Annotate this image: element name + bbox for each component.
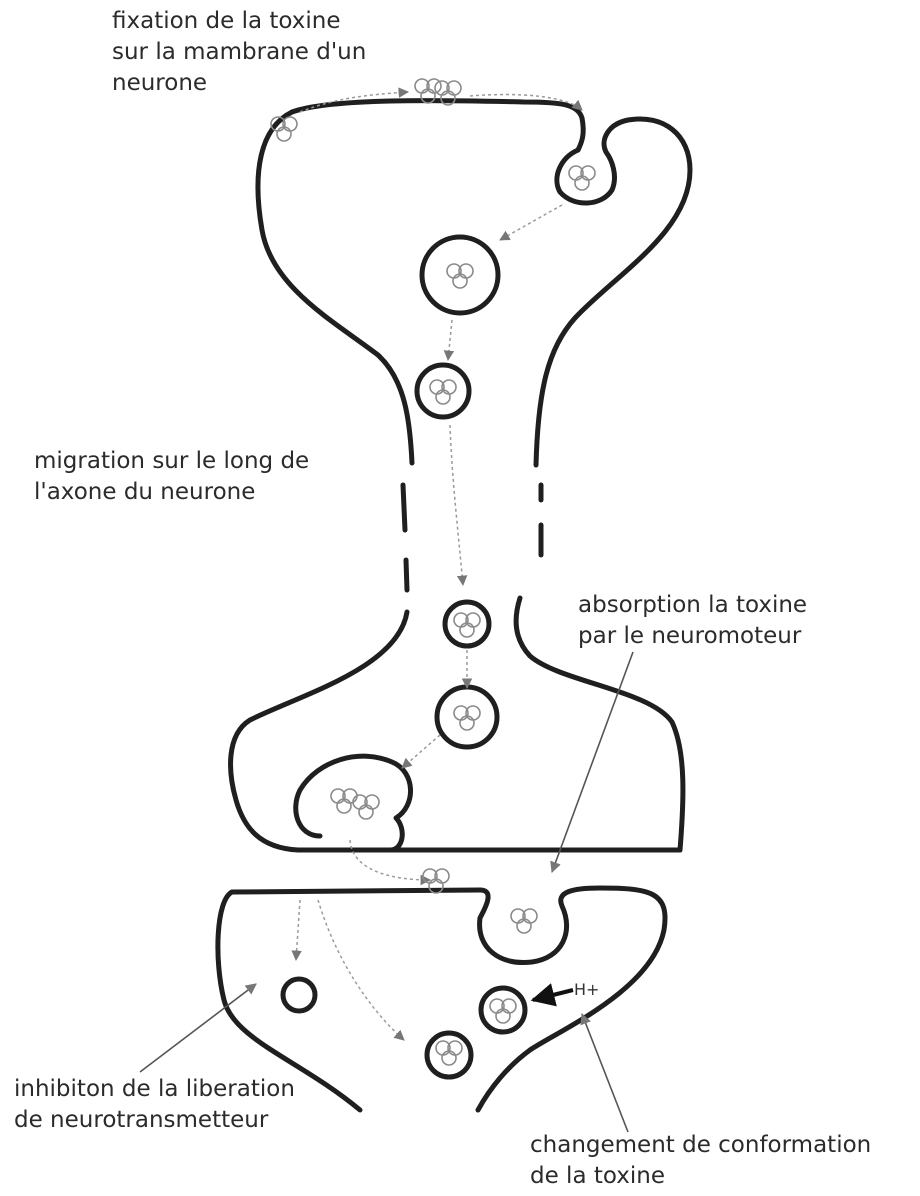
toxin-icon xyxy=(436,1041,462,1065)
label-release-inhibition: inhibiton de la liberation de neurotrans… xyxy=(14,1074,295,1136)
released-toxin-vesicle xyxy=(427,1033,471,1077)
neurotransmitter-vesicle xyxy=(283,979,315,1011)
toxin-icon xyxy=(569,166,595,190)
toxin-icon xyxy=(447,264,473,288)
label-axon-migration: migration sur le long de l'axone du neur… xyxy=(34,446,309,508)
toxin-icon xyxy=(454,706,480,730)
toxin-icon xyxy=(430,380,456,404)
endocytosis-pit-upper xyxy=(536,119,690,465)
label-proton: H+ xyxy=(574,980,599,999)
label-toxin-absorption: absorption la toxine par le neuromoteur xyxy=(578,590,807,652)
label-conformation-change: changement de conformation de la toxine xyxy=(530,1130,871,1192)
axon-membrane-dash xyxy=(403,485,405,530)
toxin-icon xyxy=(490,999,516,1023)
label-toxin-fixation: fixation de la toxine sur la mambrane d'… xyxy=(112,6,366,99)
presynaptic-terminal-membrane xyxy=(231,612,411,850)
proton-arrow xyxy=(533,990,573,1000)
toxin-icon xyxy=(511,909,537,933)
changement-leader xyxy=(582,1014,628,1132)
axon-membrane-dash xyxy=(406,560,407,590)
toxin-icon xyxy=(454,613,480,637)
